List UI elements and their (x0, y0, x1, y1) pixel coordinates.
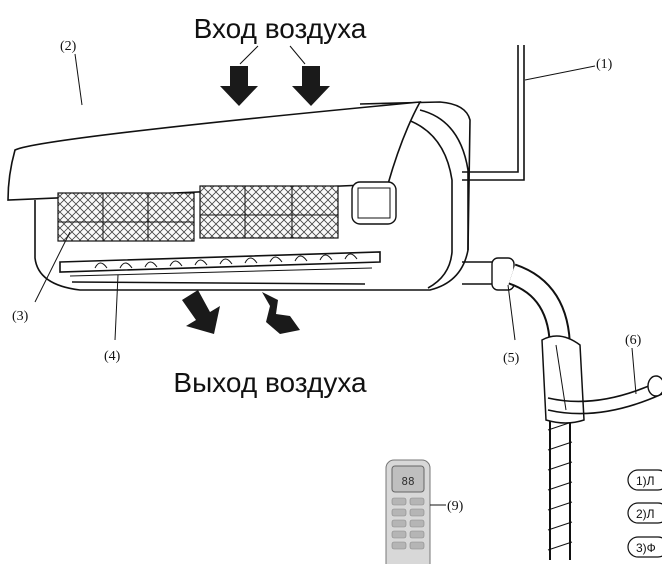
callout-line-1 (524, 65, 596, 81)
remote-control: 88 (385, 459, 431, 564)
callout-line-6 (631, 347, 637, 395)
legend-item-label: 1)Л (636, 474, 655, 488)
callout-6: (6) (625, 333, 642, 348)
intake-pointer-right (289, 45, 306, 65)
air-intake-label: Вход воздуха (194, 13, 367, 44)
callout-4: (4) (104, 349, 121, 364)
callout-5: (5) (503, 351, 520, 366)
callout-2: (2) (60, 39, 77, 54)
legend-item-label: 3)Ф (636, 541, 656, 555)
outlet-arrows (182, 290, 300, 334)
air-outlet-label: Выход воздуха (173, 367, 367, 398)
callout-line-4 (114, 274, 119, 341)
callout-3: (3) (12, 309, 29, 324)
indoor-unit (7, 101, 471, 291)
legend-item: 3)Ф (627, 536, 662, 558)
legend: 1)Л 2)Л 3)Ф (627, 469, 662, 558)
refrigerant-pipe (462, 45, 525, 181)
callout-9: (9) (447, 499, 464, 514)
intake-pointer-left (239, 45, 259, 65)
intake-arrows (220, 66, 330, 106)
legend-item-label: 2)Л (636, 507, 655, 521)
wall-pipe-clamp (541, 335, 662, 424)
remote-display-value: 88 (401, 475, 414, 488)
callout-line-5 (507, 284, 516, 341)
legend-item: 1)Л (627, 469, 662, 491)
legend-item: 2)Л (627, 502, 662, 524)
callout-line-2 (74, 53, 83, 106)
callout-1: (1) (596, 57, 613, 72)
callout-line-3 (34, 231, 71, 303)
